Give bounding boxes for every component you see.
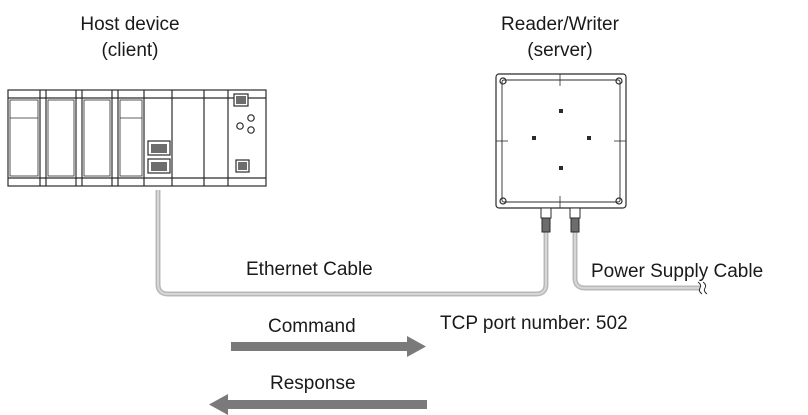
reader-writer-device (495, 73, 627, 209)
cable-break-icon (697, 281, 708, 295)
tcp-port-label: TCP port number: 502 (440, 313, 628, 334)
ethernet-cable-label: Ethernet Cable (246, 259, 373, 280)
power-supply-cable (572, 230, 700, 291)
response-arrow (209, 394, 427, 415)
command-arrow (231, 336, 426, 357)
command-label: Command (268, 316, 356, 337)
power-supply-cable-label: Power Supply Cable (591, 261, 764, 282)
response-label: Response (270, 373, 356, 394)
host-device-subtitle: (client) (101, 40, 159, 61)
reader-connectors (540, 207, 581, 233)
host-device-title: Host device (80, 14, 180, 35)
reader-writer-subtitle: (server) (527, 40, 593, 61)
ethernet-cable (155, 190, 549, 297)
host-device-plc (7, 89, 267, 187)
reader-writer-title: Reader/Writer (501, 14, 619, 35)
